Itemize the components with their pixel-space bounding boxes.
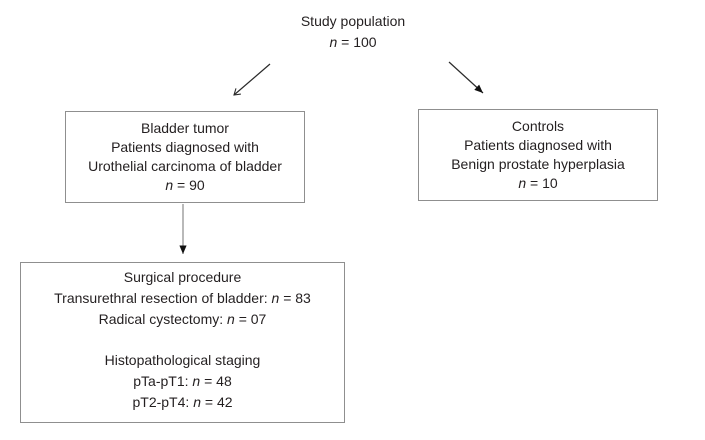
n-symbol: n [227, 311, 235, 327]
controls-line3: Benign prostate hyperplasia [451, 156, 625, 172]
blank-line-spacer [21, 330, 344, 350]
n-symbol: n [518, 175, 527, 191]
staging-heading: Histopathological staging [104, 352, 261, 368]
n-value: = 83 [279, 290, 311, 306]
controls-line2: Patients diagnosed with [464, 137, 612, 153]
turbt-label: Transurethral resection of bladder: [54, 290, 272, 306]
stage-low-count-line: pTa-pT1: n = 48 [21, 371, 344, 392]
n-symbol: n [165, 177, 174, 193]
n-value: = 10 [526, 175, 558, 191]
n-symbol: n [192, 373, 201, 389]
bladder-tumor-count: n = 90 [66, 176, 304, 195]
n-value: = 48 [200, 373, 232, 389]
surgical-procedure-box: Surgical procedure Transurethral resecti… [20, 262, 345, 423]
controls-box: Controls Patients diagnosed with Benign … [418, 109, 658, 201]
surgical-procedure-heading: Surgical procedure [123, 269, 242, 285]
n-symbol: n [193, 394, 201, 410]
stage-high-count-line: pT2-pT4: n = 42 [21, 392, 344, 413]
n-symbol: n [329, 34, 338, 50]
study-population-count: n = 100 [253, 32, 453, 53]
n-value: = 07 [234, 311, 267, 327]
n-symbol: n [271, 290, 280, 306]
stage-low-label: pTa-pT1: [133, 373, 193, 389]
study-population-title: Study population [300, 13, 406, 29]
controls-count: n = 10 [419, 174, 657, 193]
bladder-tumor-title: Bladder tumor [141, 120, 229, 136]
controls-title: Controls [511, 118, 565, 134]
cystectomy-count-line: Radical cystectomy: n = 07 [21, 309, 344, 330]
bladder-tumor-box: Bladder tumor Patients diagnosed with Ur… [65, 111, 305, 203]
n-value: = 100 [337, 34, 377, 50]
study-population-node: Study population n = 100 [253, 11, 453, 53]
arrow-root-to-bladder-tumor [233, 63, 271, 96]
n-value: = 42 [200, 394, 233, 410]
bladder-tumor-line2: Patients diagnosed with [111, 139, 259, 155]
cystectomy-label: Radical cystectomy: [98, 311, 228, 327]
stage-high-label: pT2-pT4: [132, 394, 194, 410]
turbt-count-line: Transurethral resection of bladder: n = … [21, 288, 344, 309]
bladder-tumor-line3: Urothelial carcinoma of bladder [88, 158, 282, 174]
n-value: = 90 [173, 177, 205, 193]
arrow-root-to-controls [448, 61, 484, 94]
